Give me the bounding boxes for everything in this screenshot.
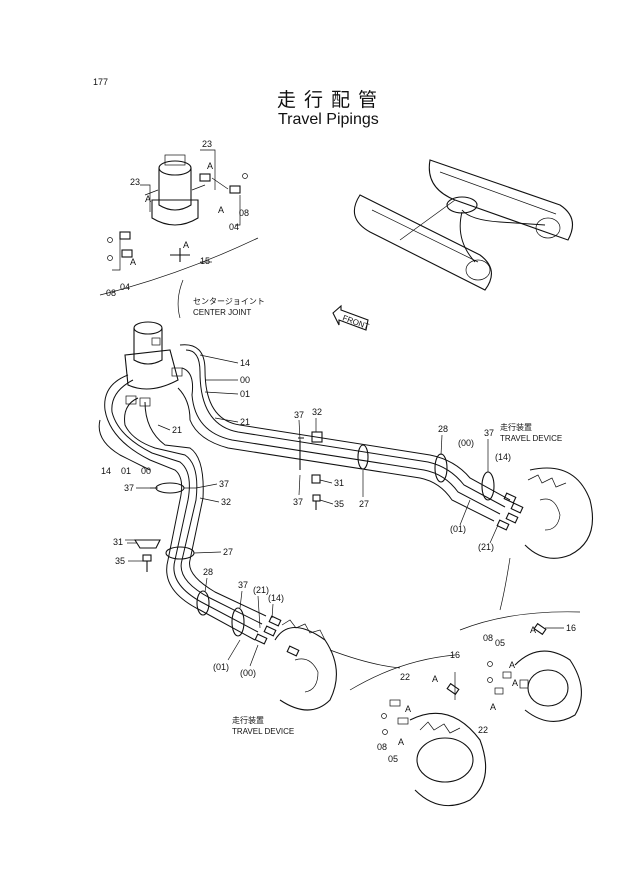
callout-28-lower: 28 [203, 567, 213, 577]
detail-mark-a-7: A [405, 704, 411, 714]
callout-35-left: 35 [115, 556, 125, 566]
bolt-35-lower [142, 554, 152, 572]
detail-mark-a-5: A [130, 257, 136, 267]
callout-00-left: 00 [141, 466, 151, 476]
callout-14-left: 14 [101, 466, 111, 476]
callout-22-right-detail: 22 [478, 725, 488, 735]
bolt-35-upper [312, 494, 321, 510]
hose-fittings-right [496, 492, 524, 531]
travel-device-lower [274, 619, 337, 711]
bracket-31-lower [125, 539, 161, 549]
center-joint-label-en: CENTER JOINT [193, 308, 251, 317]
travel-hose-bundle-right [177, 344, 511, 522]
callout-37-upper: 37 [294, 410, 304, 420]
callout-05-left-detail: 05 [388, 754, 398, 764]
travel-device-right-jp: 走行装置 [500, 422, 532, 432]
callout-32-upper: 32 [312, 407, 322, 417]
callout-16-right-detail: 16 [566, 623, 576, 633]
callout-04-left: 04 [120, 282, 130, 292]
callout-14-lower: (14) [268, 593, 284, 603]
callout-00-top: 00 [240, 375, 250, 385]
front-direction-arrow: FRONT [332, 304, 370, 331]
bracket-32-upper [298, 431, 323, 470]
callout-00-lower: (00) [240, 668, 256, 678]
callout-08-right: 08 [239, 208, 249, 218]
clamp-37-lower [231, 607, 245, 637]
detail-mark-a-11: A [512, 678, 518, 688]
callout-08-left: 08 [106, 288, 116, 298]
callout-22-left-detail: 22 [400, 672, 410, 682]
callout-14-right: (14) [495, 452, 511, 462]
hose-fittings-lower [254, 615, 300, 657]
page-number: 177 [93, 77, 108, 87]
front-label: FRONT [341, 313, 370, 331]
callout-01-right: (01) [450, 524, 466, 534]
callout-37-right: 37 [484, 428, 494, 438]
clamp-27-upper [357, 444, 369, 470]
clamp-27-lower [165, 546, 195, 560]
callout-31-upper: 31 [334, 478, 344, 488]
callout-04-right: 04 [229, 222, 239, 232]
callout-21-lower: (21) [253, 585, 269, 595]
clamp-28-lower [196, 590, 210, 616]
callout-16-left-detail: 16 [450, 650, 460, 660]
travel-device-lower-jp: 走行装置 [232, 715, 264, 725]
callout-21-lower-right: (21) [478, 542, 494, 552]
title-english: Travel Pipings [278, 111, 379, 128]
callout-37-mid: 37 [293, 497, 303, 507]
callout-28-right: 28 [438, 424, 448, 434]
callout-27-upper: 27 [359, 499, 369, 509]
callout-37-lower: 37 [238, 580, 248, 590]
callout-08-left-detail: 08 [377, 742, 387, 752]
callout-08-right-detail: 08 [483, 633, 493, 643]
detail-mark-a-3: A [218, 205, 224, 215]
callout-23-top: 23 [202, 139, 212, 149]
travel-device-detail-left [349, 654, 487, 807]
callout-31-left: 31 [113, 537, 123, 547]
travel-hose-bundle-left [98, 374, 267, 641]
callout-23-left: 23 [130, 177, 140, 187]
detail-mark-a-8: A [398, 737, 404, 747]
leader-detail-left [329, 649, 401, 669]
callout-15: 15 [200, 256, 210, 266]
callout-21-left: 21 [172, 425, 182, 435]
callout-00-right: (00) [458, 438, 474, 448]
title-japanese: 走行配管 [277, 89, 385, 111]
detail-mark-a-9: A [530, 625, 536, 635]
detail-mark-a-6: A [432, 674, 438, 684]
leader-detail-right [499, 557, 511, 611]
travel-device-right [524, 467, 594, 559]
callout-37-left-mid: 37 [219, 479, 229, 489]
travel-device-lower-en: TRAVEL DEVICE [232, 727, 294, 736]
center-joint-label-jp: センタージョイント [193, 297, 265, 306]
callout-32-left: 32 [221, 497, 231, 507]
callout-01-left: 01 [121, 466, 131, 476]
callout-14-top: 14 [240, 358, 250, 368]
detail-mark-a-4: A [183, 240, 189, 250]
callout-35-upper: 35 [334, 499, 344, 509]
undercarriage-overview [353, 159, 574, 291]
callout-leader-lines [127, 354, 564, 667]
callout-27-left: 27 [223, 547, 233, 557]
callout-21-right: 21 [240, 417, 250, 427]
center-joint-exploded-view [99, 149, 259, 319]
detail-mark-a-10: A [509, 660, 515, 670]
detail-mark-a-2: A [145, 194, 151, 204]
callout-01-top: 01 [240, 389, 250, 399]
bracket-31-upper [311, 474, 321, 484]
callout-05-right-detail: 05 [495, 638, 505, 648]
detail-mark-a-1: A [207, 161, 213, 171]
travel-device-right-en: TRAVEL DEVICE [500, 434, 562, 443]
travel-device-detail-right [459, 611, 582, 722]
detail-mark-a-12: A [490, 702, 496, 712]
center-joint-assembly [124, 321, 183, 407]
callout-37-left: 37 [124, 483, 134, 493]
callout-01-lower: (01) [213, 662, 229, 672]
